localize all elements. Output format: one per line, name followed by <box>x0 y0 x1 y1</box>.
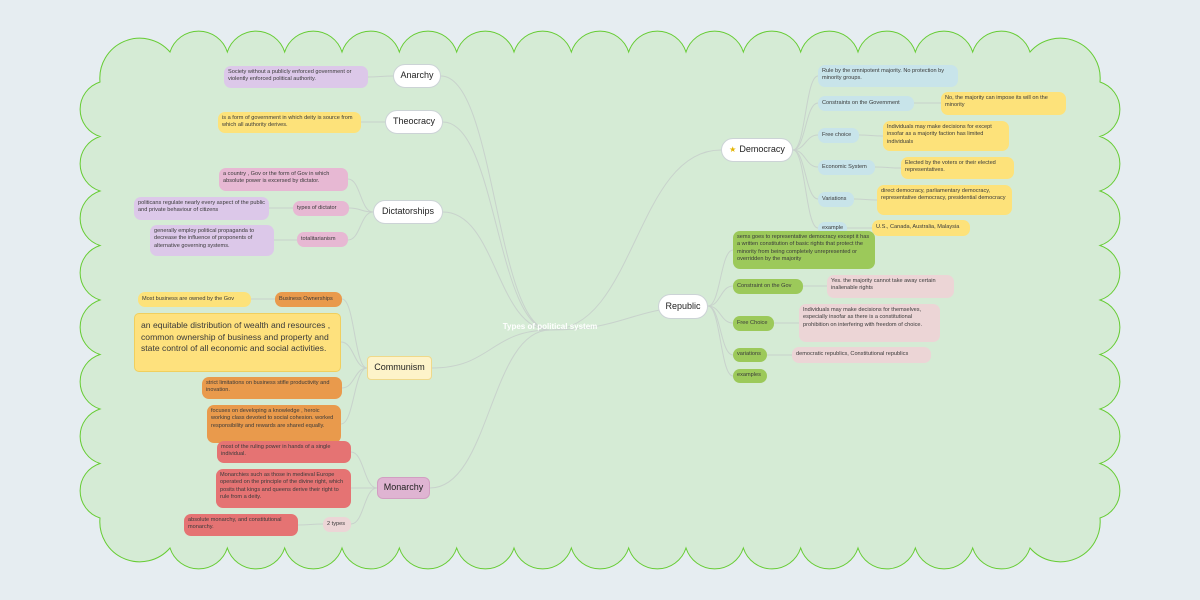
connector-line <box>442 121 551 331</box>
connector-line <box>874 166 902 169</box>
democracy-free-choice-note[interactable]: Individuals may make decisions for excep… <box>883 121 1009 151</box>
republic-constraint[interactable]: Constraint on the Gov <box>733 279 803 294</box>
democracy-example-note[interactable]: U.S., Canada, Australia, Malaysia <box>872 220 970 236</box>
branch-democracy[interactable]: ★Democracy <box>721 138 793 162</box>
monarchy-types[interactable]: 2 types <box>323 517 351 532</box>
republic-free-choice[interactable]: Free Choice <box>733 316 774 331</box>
connector-line <box>347 211 374 241</box>
republic-variations[interactable]: variations <box>733 348 767 362</box>
connector-line <box>792 75 819 151</box>
anarchy-note[interactable]: Society without a publicly enforced gove… <box>224 66 368 88</box>
connector-line <box>442 211 551 331</box>
connector-lines <box>251 75 941 526</box>
theocracy-note[interactable]: is a form of government in which deity i… <box>218 112 361 133</box>
connector-line <box>340 341 368 369</box>
connector-line <box>429 329 551 489</box>
communism-focus[interactable]: focuses on developing a knowledge , hero… <box>207 405 341 443</box>
branch-dictatorships[interactable]: Dictatorships <box>373 200 443 224</box>
republic-examples[interactable]: examples <box>733 369 767 383</box>
star-icon: ★ <box>729 144 737 154</box>
democracy-economic-system[interactable]: Economic System <box>818 160 875 175</box>
connector-line <box>350 451 378 489</box>
connector-line <box>341 298 368 369</box>
democracy-constraints-note[interactable]: No, the majority can impose its will on … <box>941 92 1066 115</box>
communism-limitations[interactable]: strict limitations on business stifle pr… <box>202 377 342 399</box>
democracy-rule[interactable]: Rule by the omnipotent majority. No prot… <box>818 65 958 87</box>
branch-anarchy[interactable]: Anarchy <box>393 64 441 88</box>
connector-line <box>792 134 819 151</box>
connector-line <box>707 285 734 307</box>
republic-summary[interactable]: sems goes to representative democracy ex… <box>733 231 875 269</box>
democracy-constraints[interactable]: Constraints on the Government <box>818 96 914 111</box>
branch-republic[interactable]: Republic <box>658 294 708 319</box>
central-topic[interactable]: Types of political system <box>502 322 598 331</box>
republic-free-choice-note[interactable]: Individuals may make decisions for thems… <box>799 304 940 342</box>
democracy-variations-note[interactable]: direct democracy, parliamentary democrac… <box>877 185 1012 215</box>
democracy-label: Democracy <box>739 144 785 155</box>
monarchy-types-note[interactable]: absolute monarchy, and constitutional mo… <box>184 514 298 536</box>
business-ownerships-note[interactable]: Most business are owned by the Gov <box>138 292 251 307</box>
types-of-dictator-note[interactable]: politicans regulate nearly every aspect … <box>134 197 269 220</box>
connector-line <box>853 198 878 201</box>
connector-line <box>350 487 378 525</box>
democracy-variations[interactable]: Variations <box>818 192 854 207</box>
connector-line <box>792 102 819 151</box>
connector-line <box>340 367 368 425</box>
connector-line <box>367 75 394 78</box>
connector-line <box>297 523 324 526</box>
connector-line <box>707 249 734 307</box>
connector-line <box>858 134 884 137</box>
branch-communism[interactable]: Communism <box>367 356 432 380</box>
business-ownerships[interactable]: Business Ownerships <box>275 292 342 307</box>
connector-line <box>707 305 734 377</box>
connector-line <box>347 178 374 213</box>
connector-line <box>348 207 374 213</box>
monarchy-power-note[interactable]: most of the ruling power in hands of a s… <box>217 441 351 463</box>
totalitarianism[interactable]: totalitarianism <box>297 232 348 247</box>
connector-line <box>431 329 551 369</box>
republic-constraint-note[interactable]: Yes. the majority cannot take away certa… <box>827 275 954 298</box>
dictatorships-definition[interactable]: a country , Gov or the form of Gov in wh… <box>219 168 348 191</box>
connector-line <box>549 149 722 331</box>
republic-variations-note[interactable]: democratic republics, Constitutional rep… <box>792 347 931 363</box>
communism-definition[interactable]: an equitable distribution of wealth and … <box>134 313 341 372</box>
branch-monarchy[interactable]: Monarchy <box>377 477 430 499</box>
totalitarianism-note[interactable]: generally employ political propaganda to… <box>150 225 274 256</box>
monarchy-history-note[interactable]: Monarchies such as those in medieval Eur… <box>216 469 351 508</box>
democracy-economic-note[interactable]: Elected by the voters or their elected r… <box>901 157 1014 179</box>
branch-theocracy[interactable]: Theocracy <box>385 110 443 134</box>
types-of-dictator[interactable]: types of dictator <box>293 201 349 216</box>
connector-line <box>440 75 551 331</box>
democracy-free-choice[interactable]: Free choice <box>818 128 859 143</box>
connector-line <box>792 149 819 229</box>
